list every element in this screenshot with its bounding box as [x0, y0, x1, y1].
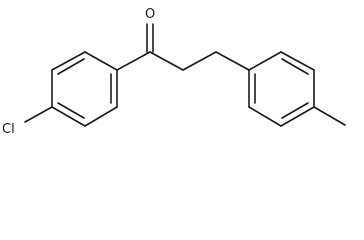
methylphenyl-ring	[248, 51, 315, 127]
ring2-double-bond-1	[281, 58, 309, 75]
structure-canvas: Cl O	[2, 7, 346, 137]
bond-ring-chlorine	[24, 106, 53, 123]
ring2-double-bond-2	[281, 102, 309, 119]
chlorine-atom-label: Cl	[2, 122, 15, 137]
bond-ring-carbonyl	[116, 51, 151, 71]
ring1-bond-c2-c3	[51, 51, 86, 71]
ring1-bond-c5-c6	[84, 106, 118, 127]
oxygen-atom-label: O	[145, 7, 155, 22]
bond-carbonyl-ch2	[149, 51, 184, 71]
bond-ring-methyl	[313, 106, 346, 126]
ring2-bond-c1-c2	[248, 51, 282, 71]
ring2-bond-c5-c6	[248, 106, 282, 127]
ring2-bond-c2-c3	[280, 51, 315, 71]
ring2-bond-c4-c5	[280, 106, 315, 127]
bond-ch2-ch2	[182, 51, 217, 71]
ring1-bond-c1-c2	[84, 51, 118, 71]
chlorophenyl-ring	[51, 51, 118, 127]
ring1-bond-c4-c5	[51, 106, 86, 127]
ring1-double-bond-2	[57, 102, 85, 119]
bond-ch2-ring	[215, 51, 250, 71]
ring1-double-bond-1	[57, 58, 85, 75]
